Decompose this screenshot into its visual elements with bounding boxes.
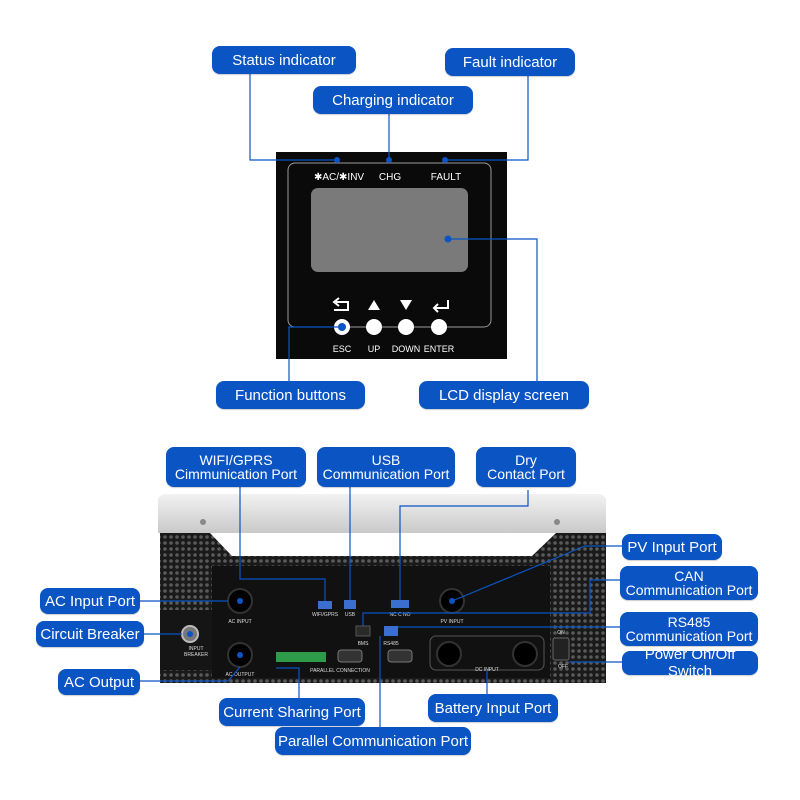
db9-port-2 xyxy=(387,649,413,663)
power-switch-device xyxy=(552,637,570,661)
switch-off-label: OFF xyxy=(558,664,568,670)
ac-output-plate-label: AC OUTPUT xyxy=(226,672,255,678)
fault-indicator-label: FAULT xyxy=(431,172,461,183)
panel-border xyxy=(287,162,492,328)
wifi-plate-label: WIFI/GPRS xyxy=(312,612,339,618)
charging-indicator-callout: Charging indicator xyxy=(313,86,473,114)
enter-label: ENTER xyxy=(424,344,455,354)
battery-port-right xyxy=(512,641,538,667)
breaker-plate-label-2: BREAKER xyxy=(184,652,208,658)
circuit-breaker-callout: Circuit Breaker xyxy=(36,621,144,647)
screw-left xyxy=(200,519,206,525)
bms-plate-label: BMS xyxy=(358,641,370,647)
lcd-screen xyxy=(311,188,468,272)
usb-port-callout: USB Communication Port xyxy=(317,447,455,487)
down-arrow-icon xyxy=(400,300,412,310)
rs485-port-device xyxy=(384,626,398,636)
bms-port-device xyxy=(355,625,371,637)
breaker-callout-dot xyxy=(187,631,193,637)
switch-on-label: ON xyxy=(557,630,565,636)
enter-button[interactable] xyxy=(431,319,447,335)
pv-input-port-callout: PV Input Port xyxy=(622,534,722,560)
screw-right xyxy=(554,519,560,525)
rear-leader-lines xyxy=(138,486,624,728)
can-port-callout: CAN Communication Port xyxy=(620,566,758,600)
current-sharing-port-callout: Current Sharing Port xyxy=(219,698,365,726)
usb-port-device xyxy=(344,600,356,609)
rs485-plate-label: RS485 xyxy=(383,641,399,647)
function-buttons-callout: Function buttons xyxy=(216,381,365,409)
ac-output-callout-dot xyxy=(237,652,243,658)
ac-output-callout: AC Output xyxy=(58,669,140,695)
dry-contact-device xyxy=(391,600,409,608)
down-label: DOWN xyxy=(392,344,421,354)
status-indicator-callout: Status indicator xyxy=(212,46,356,74)
battery-port-left xyxy=(436,641,462,667)
wifi-port-device xyxy=(318,601,332,609)
battery-input-port-callout: Battery Input Port xyxy=(428,694,558,722)
parallel-plate-label: PARALLEL CONNECTION xyxy=(310,668,370,674)
down-button[interactable] xyxy=(398,319,414,335)
esc-label: ESC xyxy=(333,344,352,354)
ac-input-callout-dot xyxy=(237,598,243,604)
back-arrow-icon xyxy=(332,297,349,311)
status-indicator-label: ✱AC/✱INV xyxy=(314,172,364,183)
lcd-display-screen-callout: LCD display screen xyxy=(419,381,589,409)
parallel-communication-port-callout: Parallel Communication Port xyxy=(275,727,471,755)
breaker-plate-label: INPUT xyxy=(189,646,204,652)
enter-arrow-icon xyxy=(432,300,449,313)
current-sharing-port-device xyxy=(276,652,326,662)
port-plate xyxy=(212,566,550,678)
wifi-gprs-port-callout: WIFI/GPRS Cimmunication Port xyxy=(166,447,306,487)
fault-indicator-callout: Fault indicator xyxy=(445,48,575,76)
up-label: UP xyxy=(368,344,381,354)
rear-top-cover xyxy=(158,494,606,533)
charging-indicator-label: CHG xyxy=(379,172,401,183)
ac-input-plate-label: AC INPUT xyxy=(228,619,251,625)
db9-port-1 xyxy=(337,649,363,663)
power-switch-callout: Power On/Off Switch xyxy=(622,646,758,680)
ac-input-port-callout: AC Input Port xyxy=(40,588,140,614)
up-button[interactable] xyxy=(366,319,382,335)
front-leader-lines xyxy=(249,74,538,382)
dry-contact-plate-label: NC C NO xyxy=(389,612,410,618)
usb-plate-label: USB xyxy=(345,612,356,618)
dry-contact-port-callout: Dry Contact Port xyxy=(476,447,576,487)
pv-plate-label: PV INPUT xyxy=(440,619,463,625)
up-arrow-icon xyxy=(368,300,380,310)
rs485-port-callout: RS485 Communication Port xyxy=(620,612,758,646)
